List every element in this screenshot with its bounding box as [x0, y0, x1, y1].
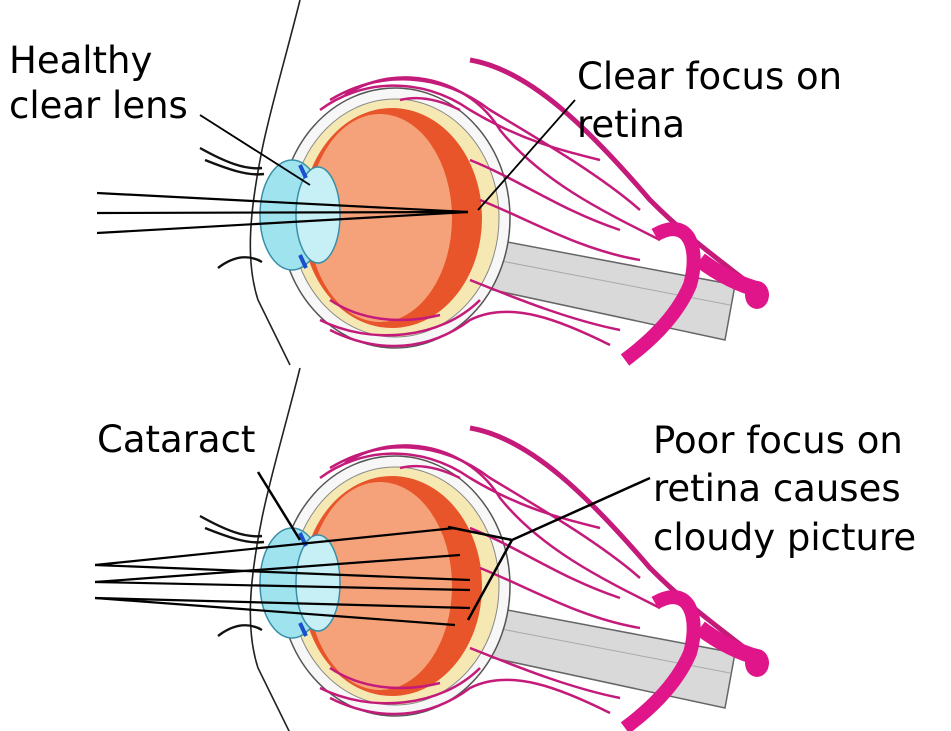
label-cataract: Cataract [97, 419, 255, 461]
label-clear-focus-line2: retina [577, 104, 685, 146]
label-poor-focus-line3: cloudy picture [653, 517, 916, 559]
label-poor-focus-line1: Poor focus on [653, 420, 903, 462]
label-healthy-lens-line1: Healthy [9, 40, 152, 82]
label-healthy-lens-line2: clear lens [9, 85, 188, 127]
label-clear-focus-line1: Clear focus on [577, 56, 842, 98]
label-poor-focus-line2: retina causes [653, 468, 901, 510]
